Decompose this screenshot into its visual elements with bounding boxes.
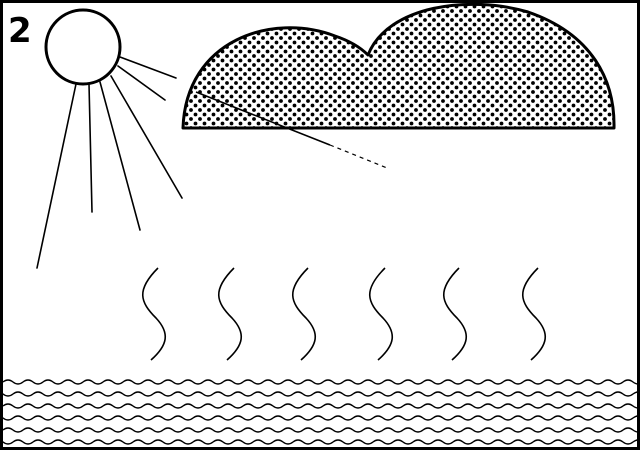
wave-line [0, 392, 640, 396]
rising-vapour [143, 268, 546, 360]
wave-line [0, 440, 640, 444]
cloud-icon [183, 4, 614, 168]
wave-line [0, 416, 640, 420]
vapour-line-3 [293, 268, 316, 360]
wave-line [3, 380, 640, 384]
sun-rays [37, 57, 182, 268]
vapour-line-1 [143, 268, 166, 360]
wave-line [3, 404, 640, 408]
water-surface [0, 380, 640, 444]
vapour-line-2 [219, 268, 242, 360]
vapour-line-6 [523, 268, 546, 360]
sun-disc [46, 10, 120, 84]
panel-number: 2 [8, 14, 32, 48]
sun-icon [37, 10, 182, 268]
vapour-line-4 [370, 268, 393, 360]
vapour-line-5 [444, 268, 467, 360]
wave-line [3, 428, 640, 432]
